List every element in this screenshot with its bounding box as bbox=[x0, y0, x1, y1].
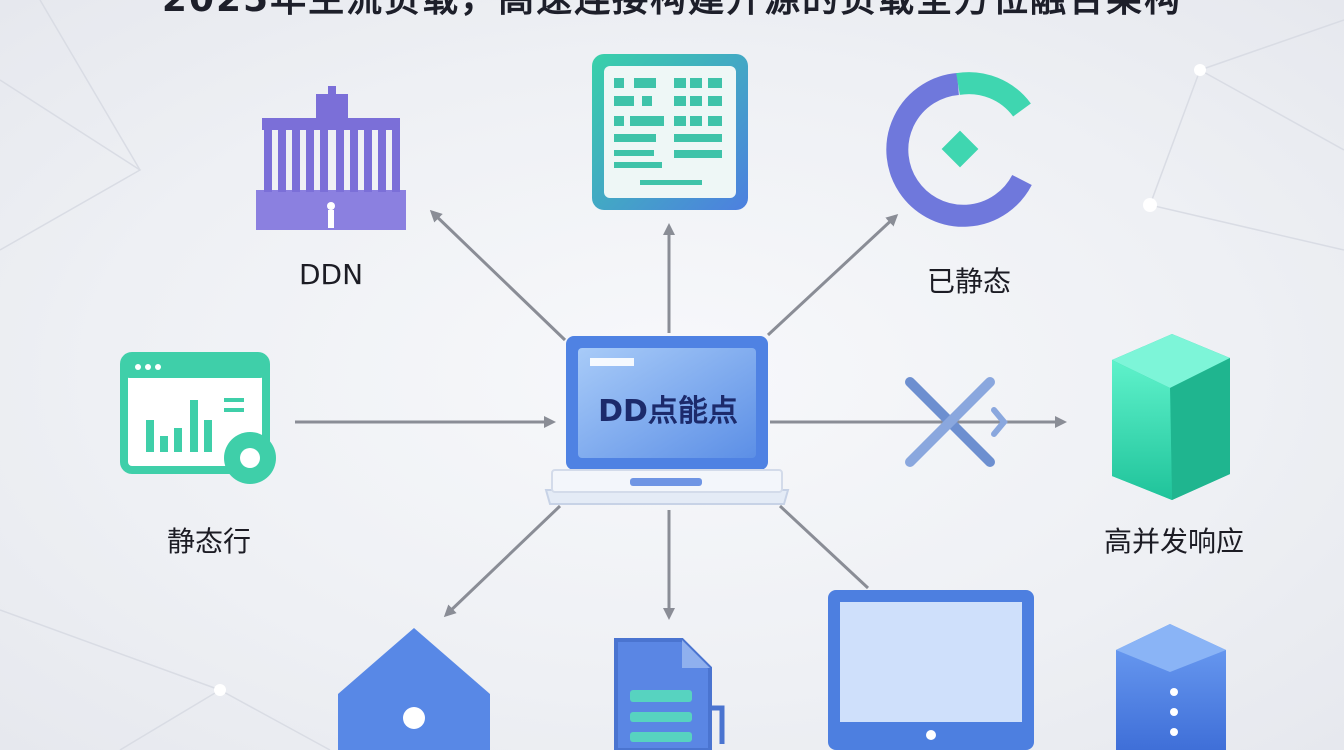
center-laptop-icon bbox=[544, 336, 790, 505]
arrow-to-ddn bbox=[429, 209, 567, 342]
teal-cube-icon bbox=[1112, 334, 1230, 500]
ddn-label: DDN bbox=[298, 258, 364, 291]
server-box-icon bbox=[1116, 624, 1226, 750]
monitor-icon bbox=[828, 590, 1034, 750]
right-node-label: 高并发响应 bbox=[1103, 525, 1245, 558]
crossed-arrows-icon bbox=[905, 377, 1008, 467]
connector-arrows bbox=[295, 209, 1067, 620]
left-node-label: 静态行 bbox=[166, 525, 252, 558]
line-to-monitor bbox=[778, 504, 870, 590]
spreadsheet-icon bbox=[592, 54, 748, 210]
static-label: 已静态 bbox=[926, 265, 1012, 298]
center-node-label: DD点能点 bbox=[598, 394, 738, 429]
arrow-to-static bbox=[766, 213, 899, 337]
house-icon bbox=[338, 628, 490, 750]
c-logo-icon bbox=[886, 72, 1032, 227]
arrow-to-bottom-left bbox=[443, 504, 562, 618]
government-building-icon bbox=[256, 86, 406, 230]
analytics-dashboard-icon bbox=[120, 352, 276, 484]
document-icon bbox=[614, 638, 725, 750]
